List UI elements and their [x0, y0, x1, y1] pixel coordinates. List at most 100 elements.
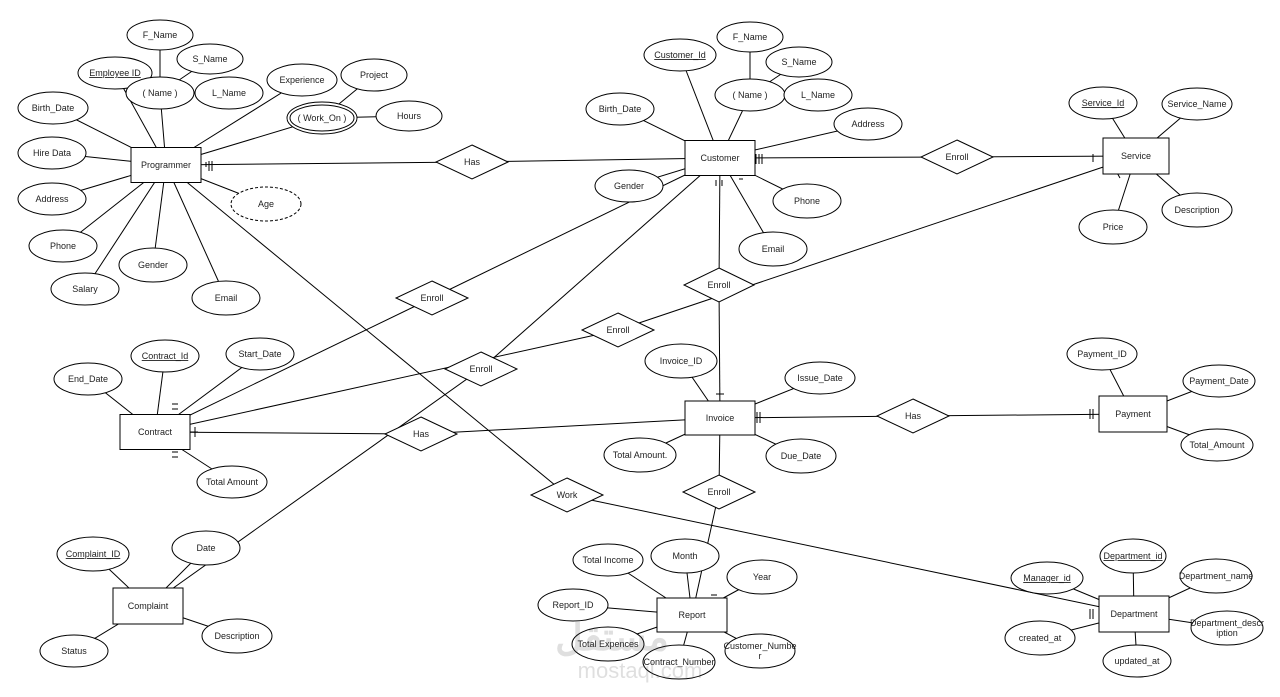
attribute-label: Birth_Date — [32, 103, 75, 113]
attribute-p-workon: ( Work_On ) — [286, 101, 358, 135]
attribute-ct-id: Contract_Id — [130, 339, 200, 373]
attribute-p-address: Address — [17, 182, 87, 216]
attribute-label: Email — [215, 293, 238, 303]
attribute-label: L_Name — [212, 88, 246, 98]
attribute-label: Month — [672, 551, 697, 561]
connector-r_cust_inv-invoice — [718, 284, 721, 419]
attribute-label: Address — [851, 119, 885, 129]
entity-label: Invoice — [706, 413, 735, 423]
relationship-r-inv-pay: Has — [875, 398, 951, 434]
attribute-label: Due_Date — [781, 451, 822, 461]
attribute-c-fname: F_Name — [716, 21, 784, 53]
attribute-label: ( Work_On ) — [298, 113, 347, 123]
relationship-r-cust-complaint: Enroll — [443, 351, 519, 387]
connector-r_prog_cust-customer — [471, 157, 721, 163]
relationship-label: Enroll — [707, 487, 730, 497]
entity-payment: Payment — [1098, 395, 1168, 433]
attribute-label: Birth_Date — [599, 104, 642, 114]
watermark-arabic-text: مستقل — [555, 617, 669, 659]
attribute-i-due: Due_Date — [765, 438, 837, 474]
watermark-logo: مستقل mostaql.com — [555, 617, 702, 683]
attribute-label: Contract_Number — [643, 657, 714, 667]
attribute-label: Total Expences — [577, 639, 639, 649]
attribute-p-salary: Salary — [50, 272, 120, 306]
entity-invoice: Invoice — [684, 400, 756, 436]
attribute-i-issue: Issue_Date — [784, 361, 856, 395]
attribute-p-name: ( Name ) — [125, 76, 195, 110]
attribute-ct-total: Total Amount — [196, 465, 268, 499]
attribute-i-id: Invoice_ID — [644, 343, 718, 379]
attribute-cp-id: Complaint_ID — [56, 536, 130, 572]
relationship-r-prog-contract: Enroll — [394, 280, 470, 316]
attribute-p-gender: Gender — [118, 247, 188, 283]
connector-r_serv_contract-contract — [154, 329, 619, 433]
attribute-cp-desc: Description — [201, 618, 273, 654]
attribute-ct-end: End_Date — [53, 362, 123, 396]
relationship-label: Has — [905, 411, 922, 421]
attribute-s-id: Service_Id — [1068, 86, 1138, 120]
connector-r_inv_pay-payment — [912, 413, 1134, 417]
entity-department: Department — [1098, 595, 1170, 633]
attribute-label: Payment_Date — [1189, 376, 1249, 386]
attribute-label: Status — [61, 646, 87, 656]
attribute-cp-date: Date — [171, 530, 241, 566]
connector-customer-r_cust_complaint — [480, 157, 721, 370]
relationship-r-prog-dept: Work — [529, 477, 605, 513]
connector-p_email-programmer — [165, 164, 227, 299]
attribute-label: F_Name — [733, 32, 768, 42]
attribute-p-sname: S_Name — [176, 43, 244, 75]
connector-service-r_serv_contract — [617, 155, 1137, 331]
attribute-p-hours: Hours — [375, 100, 443, 132]
attribute-p-empid: Employee ID — [77, 56, 153, 90]
attribute-c-lname: L_Name — [783, 78, 853, 112]
attribute-ct-start: Start_Date — [225, 337, 295, 371]
attribute-p-email: Email — [191, 280, 261, 316]
relationship-r-prog-cust: Has — [434, 144, 510, 180]
attribute-label: Address — [35, 194, 69, 204]
attribute-label: Description — [214, 631, 259, 641]
entity-label: Customer — [700, 153, 739, 163]
attribute-cp-status: Status — [39, 634, 109, 668]
attribute-label: Project — [360, 70, 389, 80]
relationship-label: Enroll — [606, 325, 629, 335]
attribute-s-price: Price — [1078, 209, 1148, 245]
attribute-label: Start_Date — [238, 349, 281, 359]
attribute-label: Total_Amount — [1189, 440, 1245, 450]
relationship-r-cust-serv: Enroll — [919, 139, 995, 175]
relationship-r-cust-inv: Enroll — [682, 267, 756, 303]
attribute-p-fname: F_Name — [126, 19, 194, 51]
attribute-d-created: created_at — [1004, 620, 1076, 656]
attribute-label: Phone — [794, 196, 820, 206]
relationship-label: Enroll — [945, 152, 968, 162]
attribute-label: Date — [196, 543, 215, 553]
connector-r_prog_contract-contract — [154, 297, 433, 433]
attribute-label: Gender — [614, 181, 644, 191]
relationship-label: Enroll — [469, 364, 492, 374]
attribute-c-address: Address — [833, 107, 903, 141]
attribute-rp-month: Month — [650, 538, 720, 574]
relationship-r-inv-report: Enroll — [681, 474, 757, 510]
entity-complaint: Complaint — [112, 587, 184, 625]
attribute-label: L_Name — [801, 90, 835, 100]
attribute-label: Department_name — [1179, 571, 1254, 581]
attribute-label: Year — [753, 572, 771, 582]
entity-programmer: Programmer — [130, 147, 202, 183]
attribute-c-birth: Birth_Date — [585, 92, 655, 126]
connector-programmer-r_prog_dept — [165, 164, 568, 496]
relationship-label: Enroll — [420, 293, 443, 303]
attribute-label: Total Amount — [206, 477, 259, 487]
relationship-label: Work — [557, 490, 578, 500]
attribute-label: Payment_ID — [1077, 349, 1127, 359]
attribute-i-total: Total Amount. — [603, 437, 677, 473]
relationship-label: Enroll — [707, 280, 730, 290]
relationship-label: Has — [464, 157, 481, 167]
attribute-label: created_at — [1019, 633, 1062, 643]
relationship-r-contract-inv: Has — [383, 416, 459, 452]
connector-r_cust_complaint-complaint — [147, 368, 482, 607]
attribute-p-project: Project — [340, 58, 408, 92]
attribute-label: End_Date — [68, 374, 108, 384]
